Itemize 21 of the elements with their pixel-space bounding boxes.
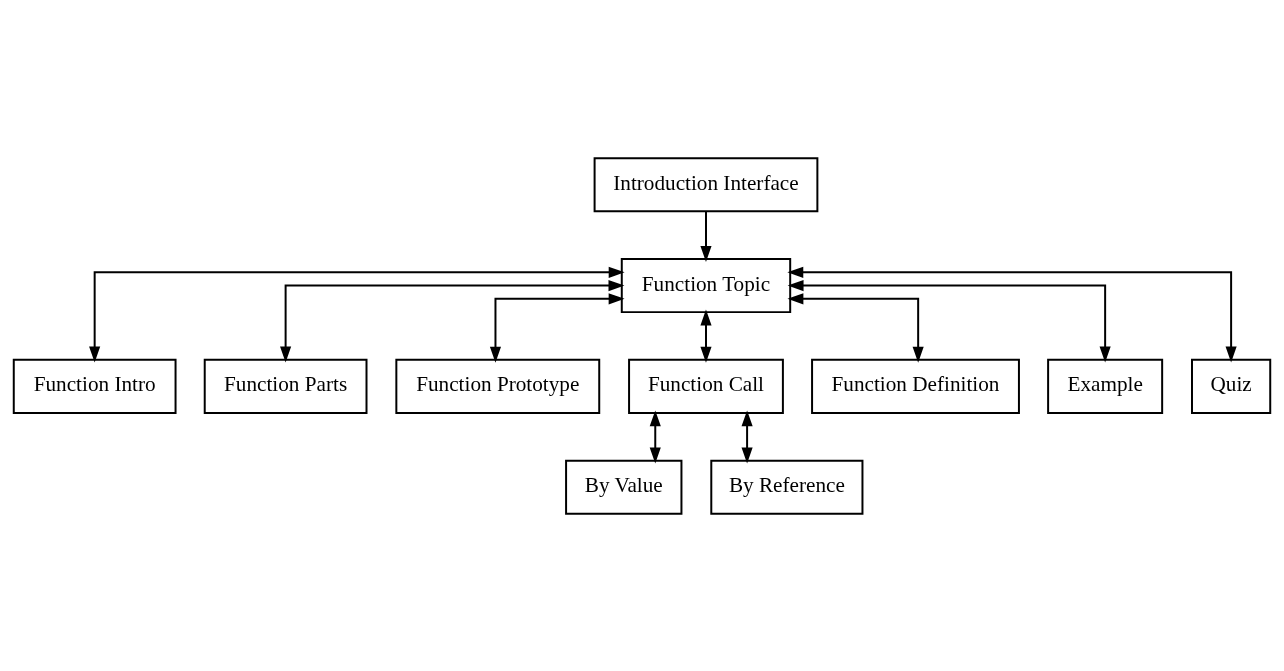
arrow xyxy=(787,279,1111,362)
arrow xyxy=(787,266,1237,362)
node-box: Function Intro xyxy=(12,358,177,414)
node-box: By Reference xyxy=(710,459,864,515)
arrow xyxy=(649,409,661,463)
node-box: Function Call xyxy=(628,358,784,414)
node-box: Introduction Interface xyxy=(593,156,819,212)
arrow xyxy=(89,266,625,362)
node-box: Example xyxy=(1047,358,1164,414)
arrow xyxy=(700,210,712,262)
node-box: Quiz xyxy=(1191,358,1272,414)
node-box: By Value xyxy=(565,459,683,515)
arrow xyxy=(489,292,625,363)
arrow xyxy=(787,292,924,363)
node-box: Function Prototype xyxy=(395,358,601,414)
node-box: Function Definition xyxy=(811,358,1020,414)
arrow xyxy=(700,309,712,363)
node-box: Function Topic xyxy=(620,257,792,313)
node-box: Function Parts xyxy=(203,358,368,414)
arrow xyxy=(741,409,753,463)
arrow xyxy=(280,279,625,362)
